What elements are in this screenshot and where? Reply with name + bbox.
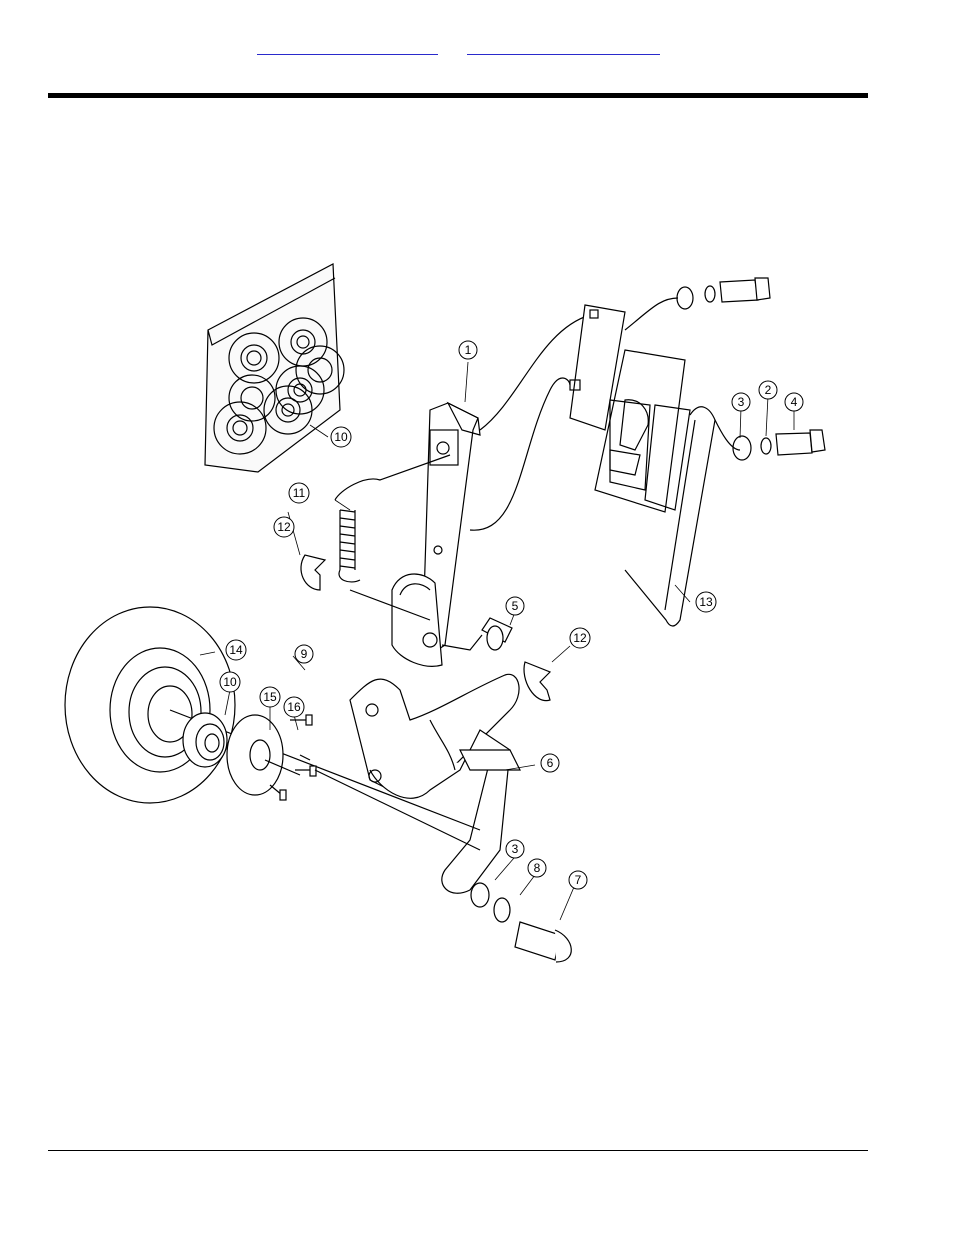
callout-5: 5 [506, 597, 524, 615]
svg-text:7: 7 [575, 873, 582, 887]
svg-text:16: 16 [287, 700, 301, 714]
callout-1: 1 [459, 341, 477, 359]
svg-text:12: 12 [277, 520, 291, 534]
callout-9: 9 [295, 645, 313, 663]
svg-text:3: 3 [738, 395, 745, 409]
callout-3: 3 [732, 393, 750, 411]
svg-text:12: 12 [573, 631, 587, 645]
callout-10: 10 [331, 427, 351, 447]
callout-2: 2 [759, 381, 777, 399]
svg-text:13: 13 [699, 595, 713, 609]
callout-12: 12 [274, 517, 294, 537]
svg-text:9: 9 [301, 647, 308, 661]
callout-16: 16 [284, 697, 304, 717]
callout-3b: 3 [506, 840, 524, 858]
exploded-parts-diagram: 1 2 3 4 10 11 12 13 5 12 14 9 10 15 16 6… [50, 250, 840, 970]
svg-text:14: 14 [229, 643, 243, 657]
callout-7: 7 [569, 871, 587, 889]
callout-10b: 10 [220, 672, 240, 692]
svg-text:2: 2 [765, 383, 772, 397]
callout-15: 15 [260, 687, 280, 707]
svg-text:11: 11 [293, 486, 306, 500]
svg-text:3: 3 [512, 842, 519, 856]
pin-illustration [442, 618, 512, 650]
arm-illustration [392, 315, 590, 666]
hardware-bottom-illustration [471, 883, 571, 962]
callout-4: 4 [785, 393, 803, 411]
callout-14: 14 [226, 640, 246, 660]
svg-text:5: 5 [512, 599, 519, 613]
svg-text:6: 6 [547, 756, 554, 770]
callout-11: 11 [289, 483, 309, 503]
bearing-bag-illustration [205, 264, 344, 472]
svg-text:15: 15 [263, 690, 277, 704]
callout-12b: 12 [570, 628, 590, 648]
svg-text:10: 10 [223, 675, 237, 689]
callout-13: 13 [696, 592, 716, 612]
depth-plate-illustration [350, 674, 520, 893]
callout-8: 8 [528, 859, 546, 877]
footer-rule [48, 1150, 868, 1151]
svg-text:1: 1 [465, 343, 472, 357]
nav-link-2[interactable] [467, 42, 660, 55]
svg-text:8: 8 [534, 861, 541, 875]
bracket-illustration [570, 305, 690, 512]
svg-text:10: 10 [334, 430, 348, 444]
callout-6: 6 [541, 754, 559, 772]
nav-link-1[interactable] [257, 42, 438, 55]
svg-text:4: 4 [791, 395, 798, 409]
header-rule [48, 93, 868, 98]
bearing-illustration [183, 713, 227, 767]
